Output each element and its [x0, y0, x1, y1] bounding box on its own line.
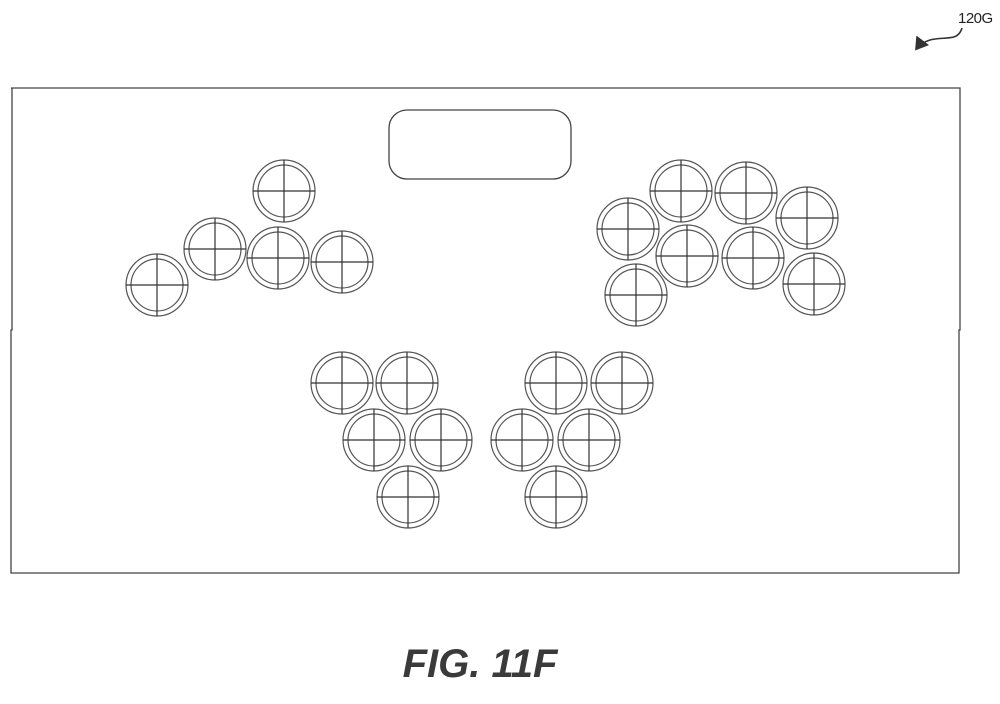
arcade-button-icon	[342, 408, 406, 472]
arcade-button-icon	[246, 226, 310, 290]
arcade-button-icon	[649, 159, 713, 223]
reference-leader-arrow	[915, 27, 963, 51]
bottom-left-cluster	[310, 351, 473, 529]
arcade-button-icon	[524, 465, 588, 529]
display-window	[388, 109, 572, 180]
arcade-button-icon	[183, 217, 247, 281]
arcade-button-icon	[310, 230, 374, 294]
figure-caption: FIG. 11F	[402, 642, 558, 686]
arcade-button-icon	[490, 408, 554, 472]
arcade-button-icon	[721, 226, 785, 290]
left-cluster	[125, 159, 374, 317]
arcade-button-icon	[252, 159, 316, 223]
arcade-button-icon	[310, 351, 374, 415]
arcade-button-icon	[409, 408, 473, 472]
arcade-button-icon	[590, 351, 654, 415]
arcade-button-icon	[655, 224, 719, 288]
arcade-button-icon	[376, 465, 440, 529]
arcade-button-icon	[782, 252, 846, 316]
arcade-button-icon	[714, 161, 778, 225]
arcade-button-icon	[775, 186, 839, 250]
controller-panel	[10, 87, 961, 574]
arcade-button-icon	[125, 253, 189, 317]
button-clusters	[125, 159, 846, 529]
reference-numeral: 120G	[958, 10, 993, 27]
arcade-button-icon	[524, 351, 588, 415]
arcade-button-icon	[375, 351, 439, 415]
right-cluster	[596, 159, 846, 327]
arcade-button-icon	[596, 197, 660, 261]
arcade-button-icon	[604, 263, 668, 327]
bottom-right-cluster	[490, 351, 654, 529]
arcade-button-icon	[557, 408, 621, 472]
